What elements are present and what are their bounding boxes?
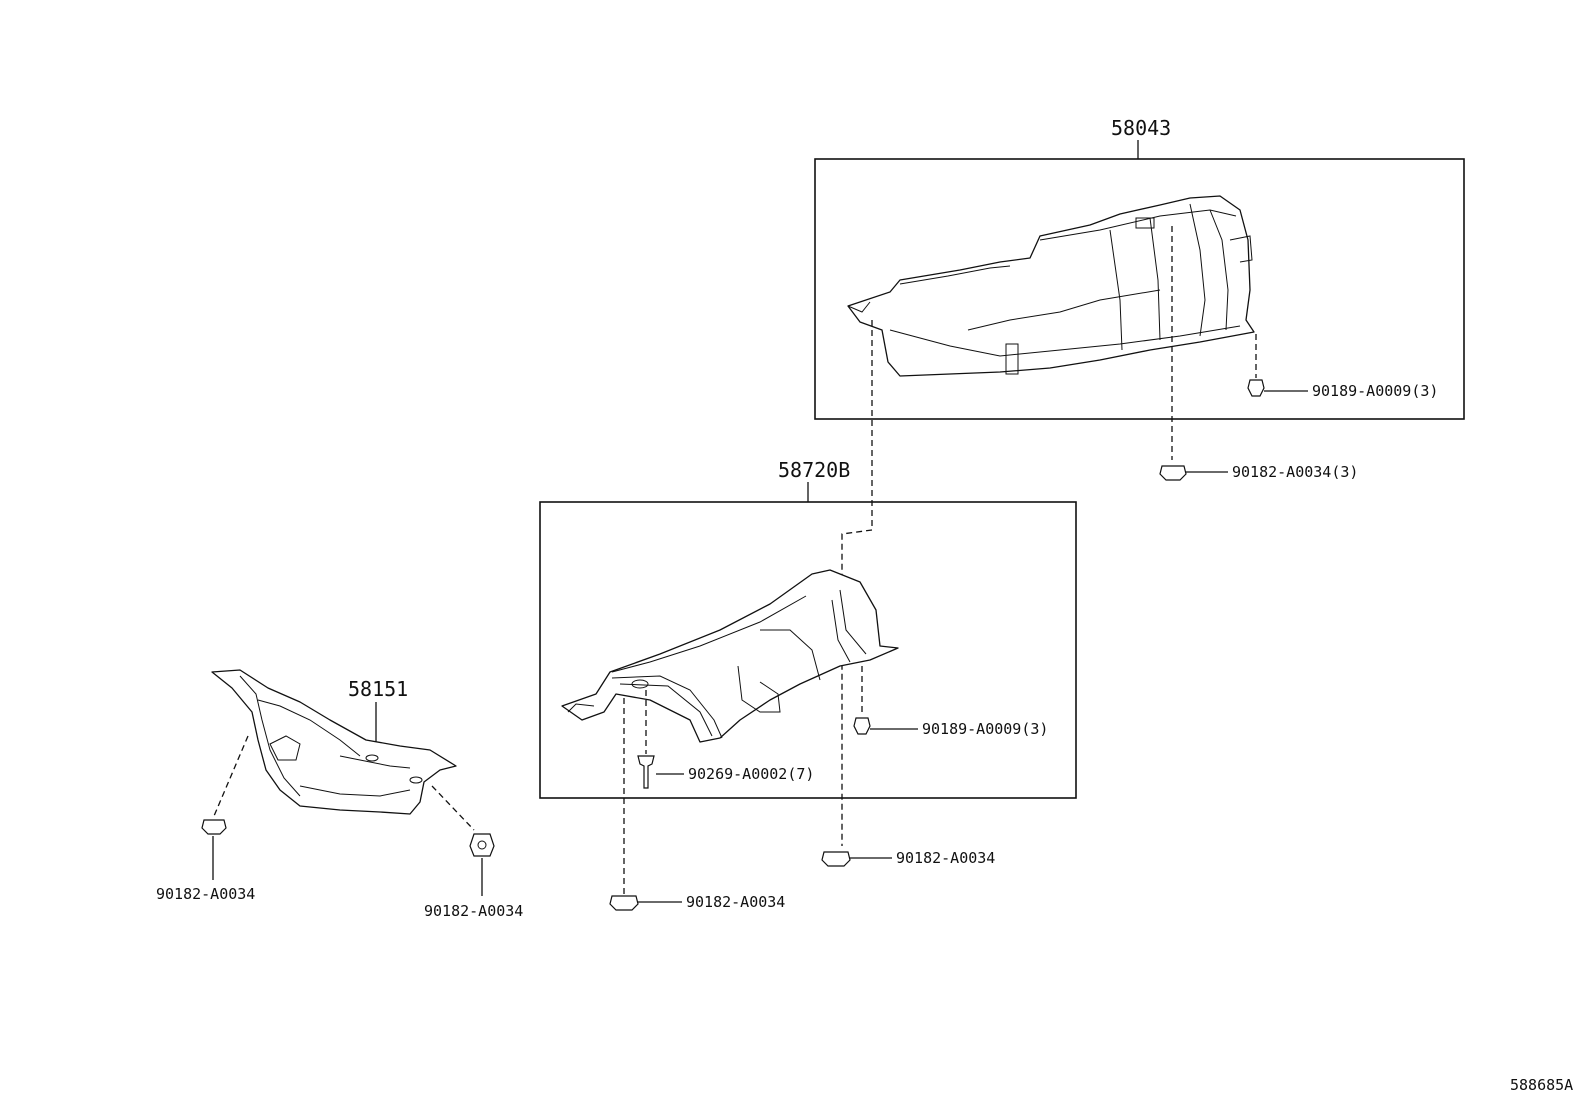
nut-upper-icon xyxy=(1159,465,1187,481)
callout-left-nut-a[interactable]: 90182-A0034 xyxy=(156,885,255,903)
assembly-58043: 58043 90189-A0009(3) xyxy=(814,116,1465,846)
heat-insulator-left[interactable] xyxy=(211,669,457,815)
callout-left-nut-b[interactable]: 90182-A0034 xyxy=(424,902,523,920)
dash-left-nut-b xyxy=(431,785,475,831)
assembly-box-58043 xyxy=(814,158,1465,420)
callout-middle-clip[interactable]: 90189-A0009(3) xyxy=(922,720,1048,738)
heat-insulator-middle[interactable] xyxy=(561,569,899,743)
clip-middle[interactable]: 90189-A0009(3) xyxy=(853,666,1048,738)
nut-left-b-icon xyxy=(469,833,495,857)
dash-upper-to-middle xyxy=(841,320,873,846)
nut-left-a-icon xyxy=(201,819,227,835)
callout-middle-nut-bottom[interactable]: 90182-A0034 xyxy=(686,893,785,911)
part-number-58043[interactable]: 58043 xyxy=(1111,116,1171,140)
nut-middle-bottom-icon xyxy=(609,895,639,911)
nut-middle-right-icon xyxy=(821,851,851,867)
nut-left-a[interactable]: 90182-A0034 xyxy=(156,735,255,903)
clip-upper-icon xyxy=(1247,379,1265,397)
part-number-58720B[interactable]: 58720B xyxy=(778,458,850,482)
nut-middle-bottom[interactable]: 90182-A0034 xyxy=(609,698,785,911)
callout-upper-nut[interactable]: 90182-A0034(3) xyxy=(1232,463,1358,481)
assembly-58151: 58151 90182-A0034 90182-A0034 xyxy=(156,669,523,920)
nut-upper[interactable]: 90182-A0034(3) xyxy=(1159,226,1358,481)
clip-middle-icon xyxy=(853,717,871,735)
nut-left-b[interactable]: 90182-A0034 xyxy=(424,785,523,920)
assembly-58720B: 58720B 90189-A0009(3) 9 xyxy=(539,458,1077,911)
rivet-middle-icon xyxy=(637,755,655,789)
rivet-middle[interactable]: 90269-A0002(7) xyxy=(637,690,814,789)
clip-upper[interactable]: 90189-A0009(3) xyxy=(1247,334,1438,400)
callout-middle-rivet[interactable]: 90269-A0002(7) xyxy=(688,765,814,783)
assembly-box-58720B xyxy=(539,501,1077,799)
heat-insulator-upper[interactable] xyxy=(847,195,1255,377)
diagram-code: 588685A xyxy=(1510,1076,1573,1094)
dash-left-nut-a xyxy=(213,735,249,817)
callout-upper-clip[interactable]: 90189-A0009(3) xyxy=(1312,382,1438,400)
callout-middle-nut-right[interactable]: 90182-A0034 xyxy=(896,849,995,867)
part-number-58151[interactable]: 58151 xyxy=(348,677,408,701)
nut-middle-right[interactable]: 90182-A0034 xyxy=(821,849,995,867)
